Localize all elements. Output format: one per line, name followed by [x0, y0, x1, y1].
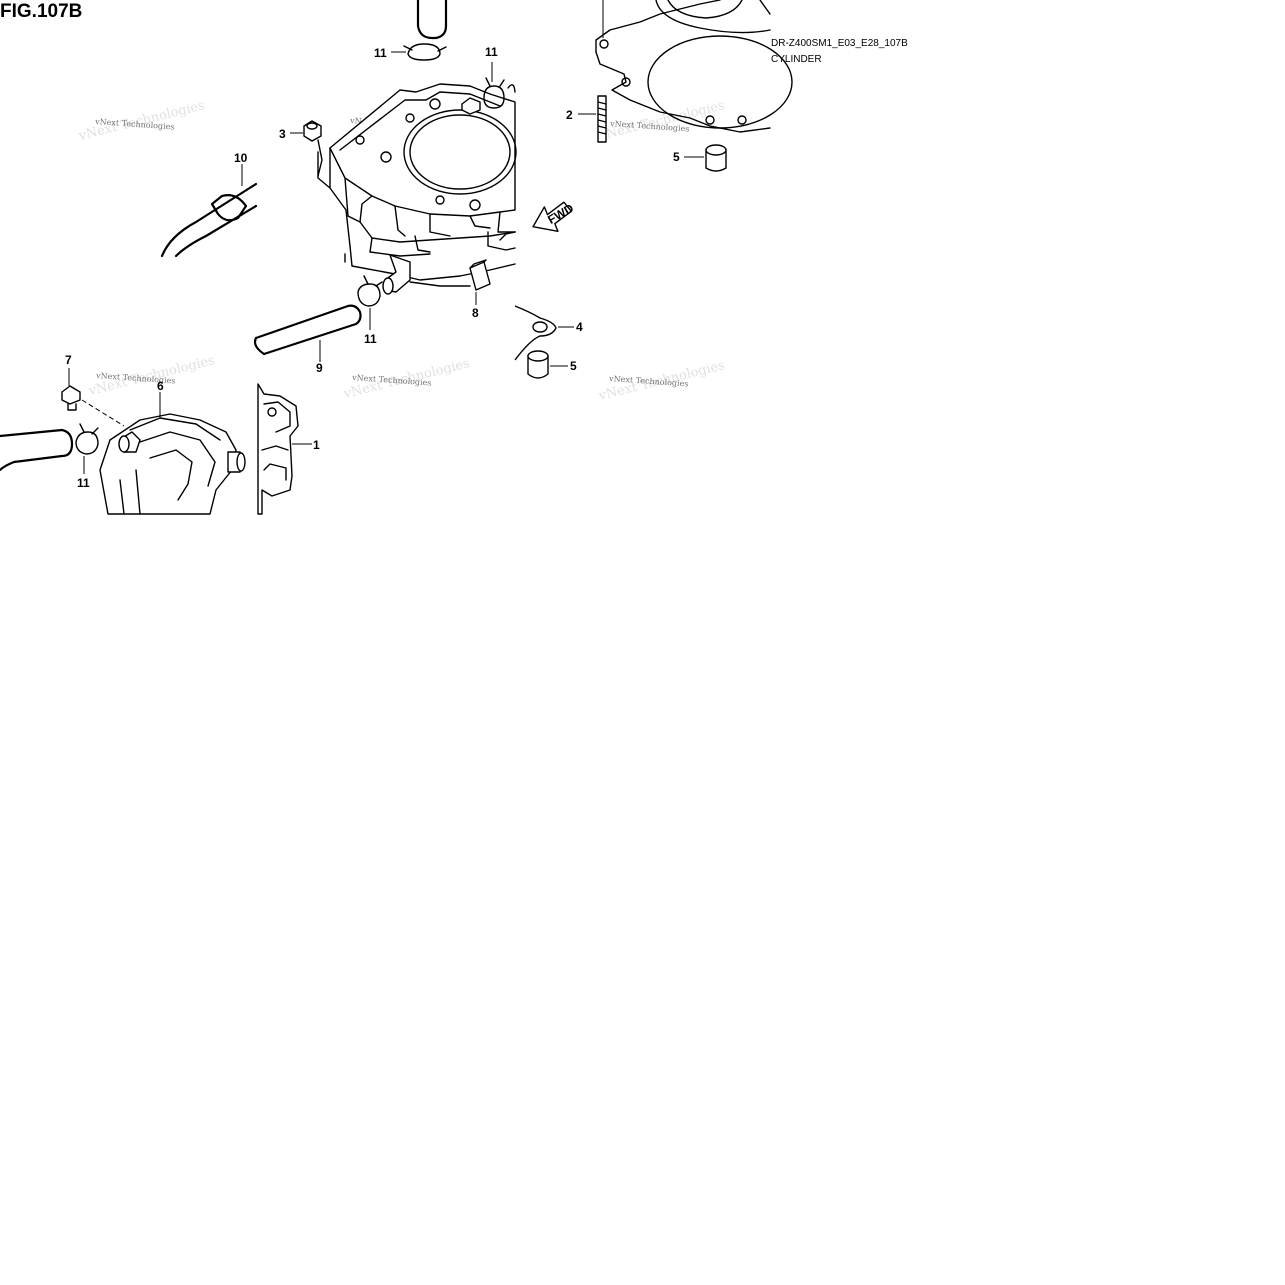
cylinder-block	[317, 83, 517, 287]
cylinder-bolt	[290, 120, 323, 177]
callout-11-left: 11	[77, 476, 90, 490]
stud-bolt	[578, 95, 607, 143]
forward-direction-arrow: FWD	[532, 201, 576, 233]
figure-title: FIG.107B	[0, 1, 82, 22]
thermostat-bolt	[61, 368, 125, 427]
water-inlet-union	[382, 254, 411, 295]
dowel-pin-upper	[684, 144, 727, 172]
callout-10: 10	[234, 151, 248, 165]
hose-clamp-right	[483, 62, 516, 109]
callout-11-middle: 11	[364, 332, 377, 346]
water-hose-left	[0, 428, 74, 472]
water-hose-9	[253, 304, 362, 362]
callout-5-lower: 5	[570, 359, 577, 373]
cylinder-base-gasket	[595, 0, 793, 133]
fwd-label: FWD	[545, 201, 576, 227]
water-hose-10	[160, 164, 258, 258]
callout-1: 1	[313, 438, 320, 452]
hose-clamp-left	[75, 423, 99, 474]
callout-3: 3	[279, 127, 286, 141]
callout-8: 8	[472, 306, 479, 320]
upper-water-hose	[416, 0, 448, 40]
callout-9: 9	[316, 361, 323, 375]
thermostat-case	[99, 392, 246, 515]
callout-7: 7	[65, 353, 72, 367]
hose-clamp-top	[391, 43, 447, 61]
callout-4: 4	[576, 320, 583, 334]
dowel-pin-8	[469, 259, 491, 305]
callout-2: 2	[566, 108, 573, 122]
hose-clamp-middle	[357, 275, 383, 330]
section-title: CYLINDER	[771, 54, 822, 65]
callout-11-right: 11	[485, 45, 498, 59]
o-ring-gasket	[514, 305, 574, 361]
dowel-pin-lower	[527, 350, 568, 379]
callout-6: 6	[157, 379, 164, 393]
callout-5-upper: 5	[673, 150, 680, 164]
figure-code: DR-Z400SM1_E03_E28_107B	[771, 38, 908, 49]
cylinder-side-view	[257, 383, 312, 515]
callout-labels: 1 2 3 4 5 5 6 7 8 9 10 11 11 11 11	[65, 45, 680, 490]
callout-11-top: 11	[374, 46, 387, 60]
